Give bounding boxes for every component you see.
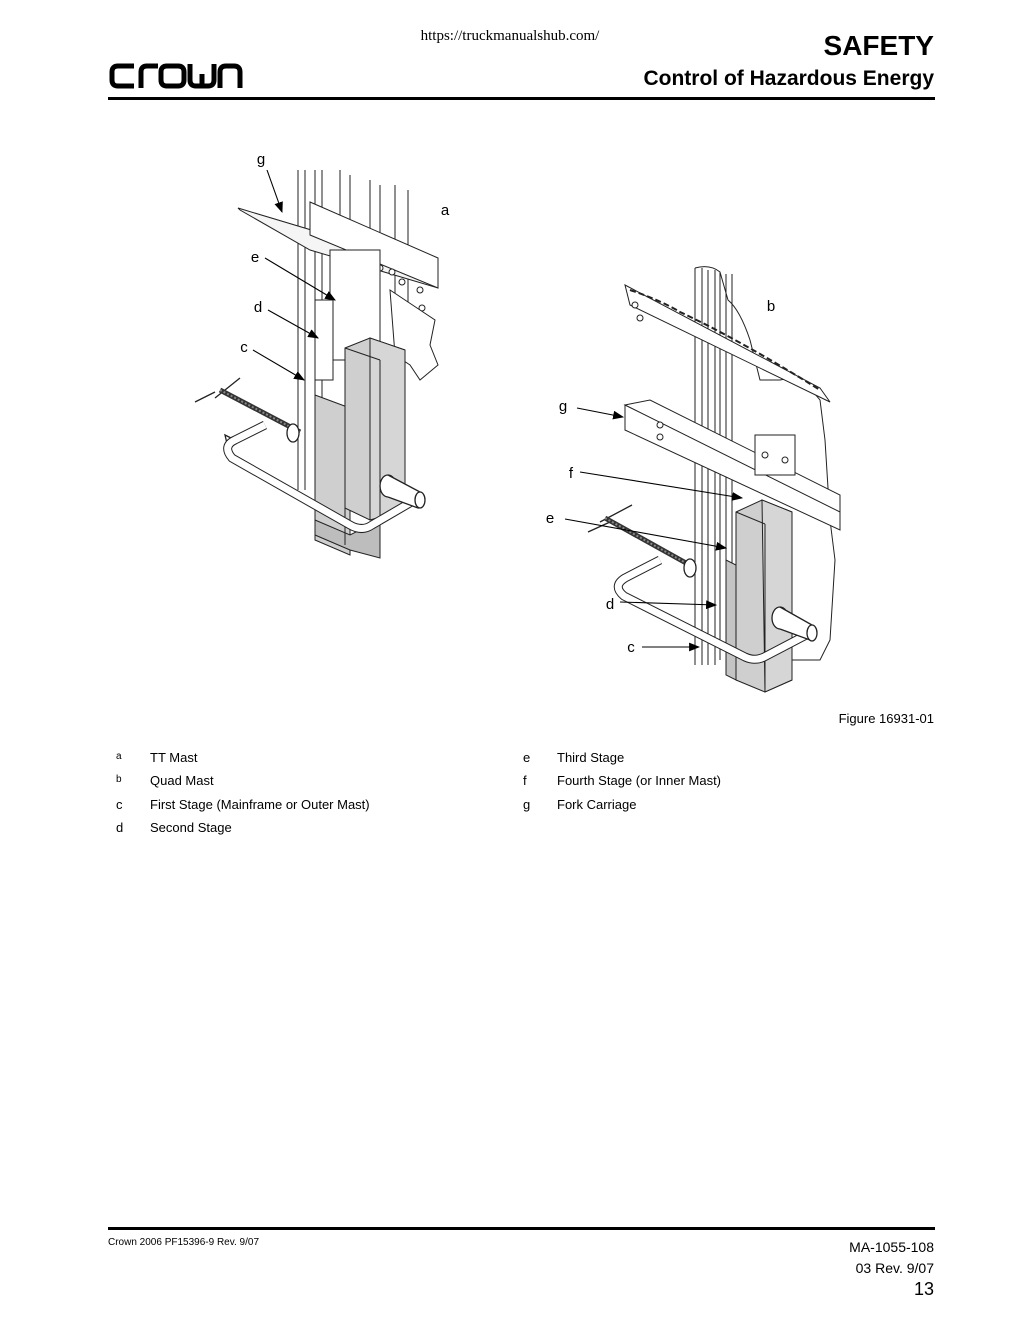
legend-text: Second Stage: [150, 819, 232, 835]
legend-key: b: [116, 774, 122, 786]
quad-mast-callout-labels: b g f e d c: [546, 298, 775, 656]
legend-item: f Fourth Stage (or Inner Mast): [517, 773, 721, 796]
legend-key: a: [116, 751, 122, 762]
header-rule: [108, 97, 935, 100]
legend-key: e: [523, 750, 531, 765]
legend-key: c: [116, 796, 123, 812]
legend-text: Quad Mast: [150, 773, 214, 789]
crown-logo: [109, 63, 243, 89]
callout-label: b: [767, 298, 775, 315]
section-title: SAFETY: [823, 30, 934, 61]
page-number: 13: [913, 1279, 934, 1299]
legend-text: TT Mast: [150, 750, 198, 765]
legend-right: e Third Stage f Fourth Stage (or Inner M…: [517, 750, 721, 820]
footer-copyright: Crown 2006 PF15396-9 Rev. 9/07: [108, 1237, 260, 1248]
legend-key: g: [523, 796, 531, 812]
legend-item: a TT Mast: [110, 750, 370, 773]
legend-item: b Quad Mast: [110, 773, 370, 796]
quad-mast-drawing: [587, 266, 841, 693]
legend-left: a TT Mast b Quad Mast c First Stage (Mai…: [110, 750, 370, 843]
quad-mast-callouts: [564, 407, 744, 652]
footer-doc-info: MA-1055-108 03 Rev. 9/07 13: [849, 1237, 934, 1300]
tt-mast-callouts: [252, 169, 336, 381]
callout-label: e: [251, 249, 259, 266]
callout-label: f: [569, 465, 574, 482]
legend-text: Fork Carriage: [557, 796, 637, 812]
callout-label: d: [606, 596, 614, 613]
source-url[interactable]: https://truckmanualshub.com/: [420, 28, 600, 44]
callout-label: g: [257, 151, 265, 168]
legend-item: e Third Stage: [517, 750, 721, 773]
callout-label: d: [254, 299, 262, 316]
callout-label: e: [546, 510, 554, 527]
legend-item: d Second Stage: [110, 820, 370, 843]
tt-mast-drawing: [194, 170, 439, 559]
callout-label: g: [559, 398, 567, 415]
callout-label: c: [240, 339, 248, 356]
mast-blocking-illustration: g a e d c: [194, 151, 841, 693]
legend-text: Fourth Stage (or Inner Mast): [557, 773, 722, 789]
footer-rule: [108, 1227, 935, 1230]
legend-key: f: [523, 773, 527, 789]
legend-text: Third Stage: [557, 750, 625, 765]
legend-key: d: [116, 819, 124, 835]
callout-label: c: [627, 639, 635, 656]
legend-item: g Fork Carriage: [517, 797, 721, 820]
doc-number: MA-1055-108: [849, 1239, 934, 1255]
tt-mast-callout-labels: g a e d c: [240, 151, 450, 356]
legend-text: First Stage (Mainframe or Outer Mast): [150, 796, 370, 812]
subsection-title: Control of Hazardous Energy: [643, 67, 934, 90]
legend-item: c First Stage (Mainframe or Outer Mast): [110, 797, 370, 820]
doc-revision: 03 Rev. 9/07: [855, 1260, 934, 1276]
figure-caption: Figure 16931-01: [838, 711, 934, 726]
callout-label: a: [441, 202, 450, 219]
